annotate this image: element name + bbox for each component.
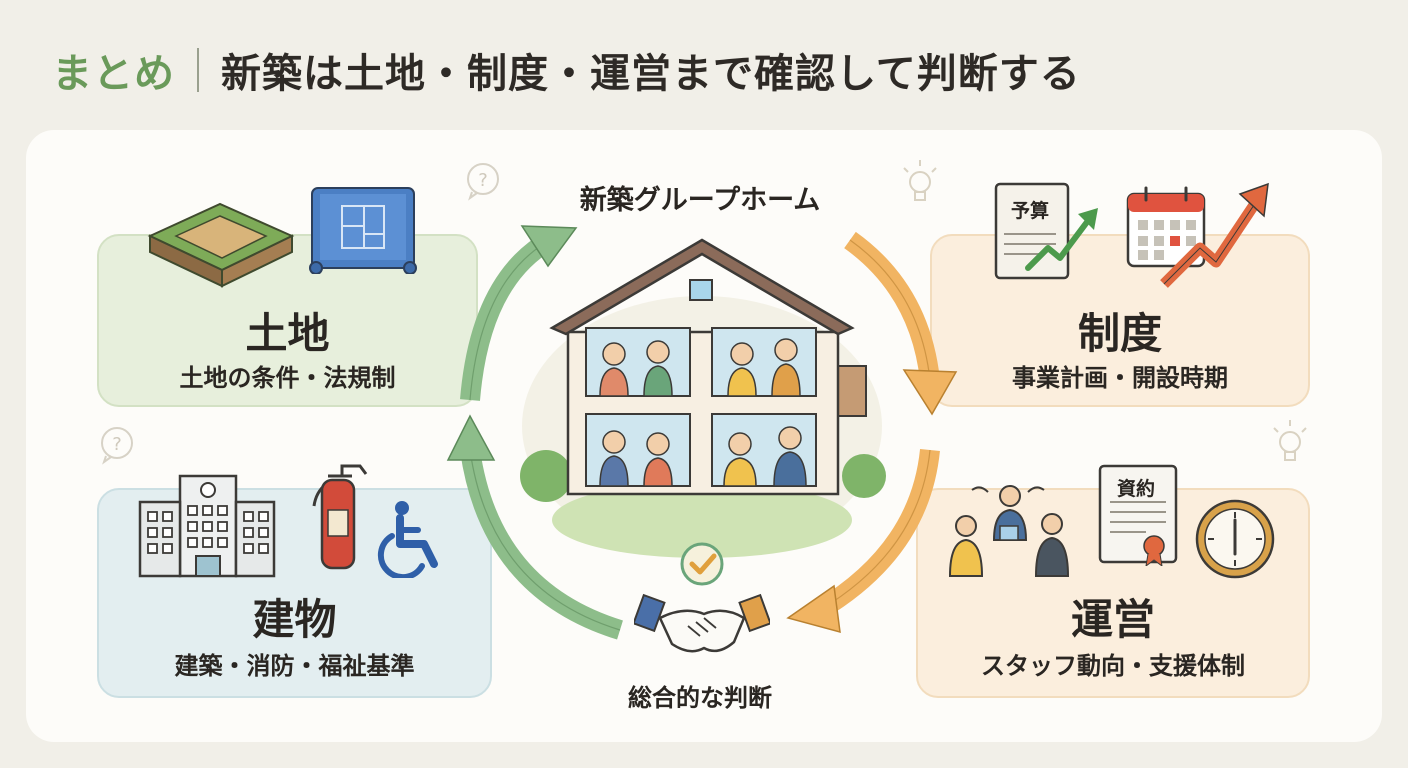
- card-building-title: 建物: [252, 595, 337, 644]
- question-bubble-icon: ?: [467, 163, 499, 201]
- question-bubble-icon: ?: [101, 427, 133, 465]
- card-system: 制度 事業計画・開設時期: [930, 234, 1310, 407]
- card-land-title: 土地: [245, 309, 330, 358]
- budget-label: 予算: [1010, 200, 1049, 222]
- card-operation-subtitle: スタッフ動向・支援体制: [981, 652, 1245, 680]
- handshake-icon: [634, 593, 770, 653]
- header-divider: [197, 48, 199, 92]
- blueprint-icon: [309, 187, 417, 274]
- budget-document-icon: [994, 182, 1098, 280]
- center-title: 新築グループホーム: [579, 185, 821, 216]
- calendar-icon: [1126, 186, 1206, 268]
- contract-label: 資約: [1116, 478, 1155, 500]
- page-title: 新築は土地・制度・運営まで確認して判断する: [221, 51, 1081, 97]
- checkmark-icon: [680, 542, 724, 586]
- card-system-title: 制度: [1077, 309, 1162, 358]
- lightbulb-icon: [903, 160, 937, 201]
- office-building-icon: [138, 474, 276, 578]
- lightbulb-icon: [1273, 420, 1307, 461]
- summary-label: まとめ: [52, 51, 175, 97]
- growth-arrow-icon: [1160, 182, 1269, 288]
- staff-meeting-icon: [948, 485, 1070, 577]
- card-system-subtitle: 事業計画・開設時期: [1012, 364, 1228, 392]
- land-plot-icon: [147, 202, 295, 288]
- wheelchair-icon: [377, 501, 438, 578]
- group-home-house-illustration: [520, 238, 886, 558]
- card-operation-title: 運営: [1070, 595, 1155, 644]
- contract-document-icon: [1098, 464, 1178, 566]
- clock-icon: [1195, 499, 1275, 579]
- card-building-subtitle: 建築・消防・福祉基準: [174, 652, 415, 680]
- page-header: まとめ 新築は土地・制度・運営まで確認して判断する: [52, 40, 1081, 100]
- fire-extinguisher-icon: [312, 464, 368, 570]
- cycle-arrows: [446, 225, 958, 640]
- card-land-subtitle: 土地の条件・法規制: [179, 364, 396, 392]
- judgment-label: 総合的な判断: [628, 684, 772, 712]
- svg-text:?: ?: [112, 434, 122, 455]
- svg-text:?: ?: [478, 170, 488, 191]
